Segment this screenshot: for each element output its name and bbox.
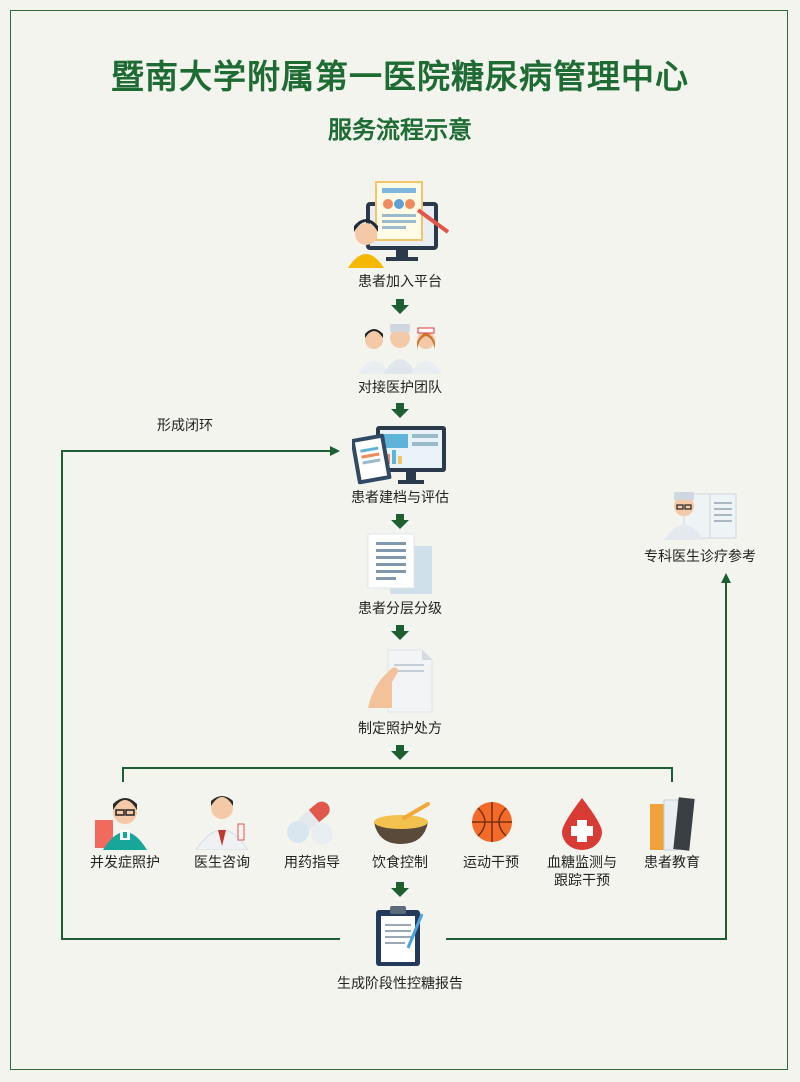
- pills-icon: [286, 800, 338, 846]
- intervention-label-exercise: 运动干预: [463, 855, 519, 871]
- loop-label: 形成闭环: [157, 418, 213, 434]
- step-label-join: 患者加入平台: [358, 274, 442, 290]
- specialist-label: 专科医生诊疗参考: [644, 549, 756, 565]
- page-frame: [10, 10, 788, 1070]
- intervention-label-glucose-1: 血糖监测与: [547, 855, 617, 871]
- report-label: 生成阶段性控糖报告: [337, 976, 463, 992]
- hand-document-icon: [366, 648, 434, 714]
- nurse-icon: [93, 792, 157, 850]
- intervention-label-diet: 饮食控制: [372, 855, 428, 871]
- step-label-prescription: 制定照护处方: [358, 721, 442, 737]
- page-subtitle: 服务流程示意: [328, 116, 472, 144]
- page-title: 暨南大学附属第一医院糖尿病管理中心: [111, 57, 689, 96]
- food-bowl-icon: [370, 800, 432, 846]
- doctor-icon: [192, 790, 252, 851]
- report-clipboard-icon: [374, 904, 426, 968]
- books-icon: [648, 796, 696, 852]
- intervention-label-glucose-2: 跟踪干预: [554, 873, 610, 889]
- step-label-stratify: 患者分层分级: [358, 601, 442, 617]
- clipboard-monitor-icon: [350, 424, 448, 486]
- step-label-team: 对接医护团队: [358, 380, 442, 396]
- basketball-icon: [470, 800, 514, 844]
- intervention-label-medication: 用药指导: [284, 855, 340, 871]
- computer-patient-icon: [346, 180, 456, 268]
- intervention-label-education: 患者教育: [644, 855, 700, 871]
- document-stack-icon: [366, 532, 434, 594]
- medical-team-icon: [356, 322, 444, 374]
- intervention-label-complication: 并发症照护: [90, 855, 160, 871]
- doctor-book-icon: [664, 488, 738, 540]
- step-label-assess: 患者建档与评估: [351, 490, 449, 506]
- intervention-label-consult: 医生咨询: [194, 855, 250, 871]
- blood-drop-icon: [560, 796, 604, 850]
